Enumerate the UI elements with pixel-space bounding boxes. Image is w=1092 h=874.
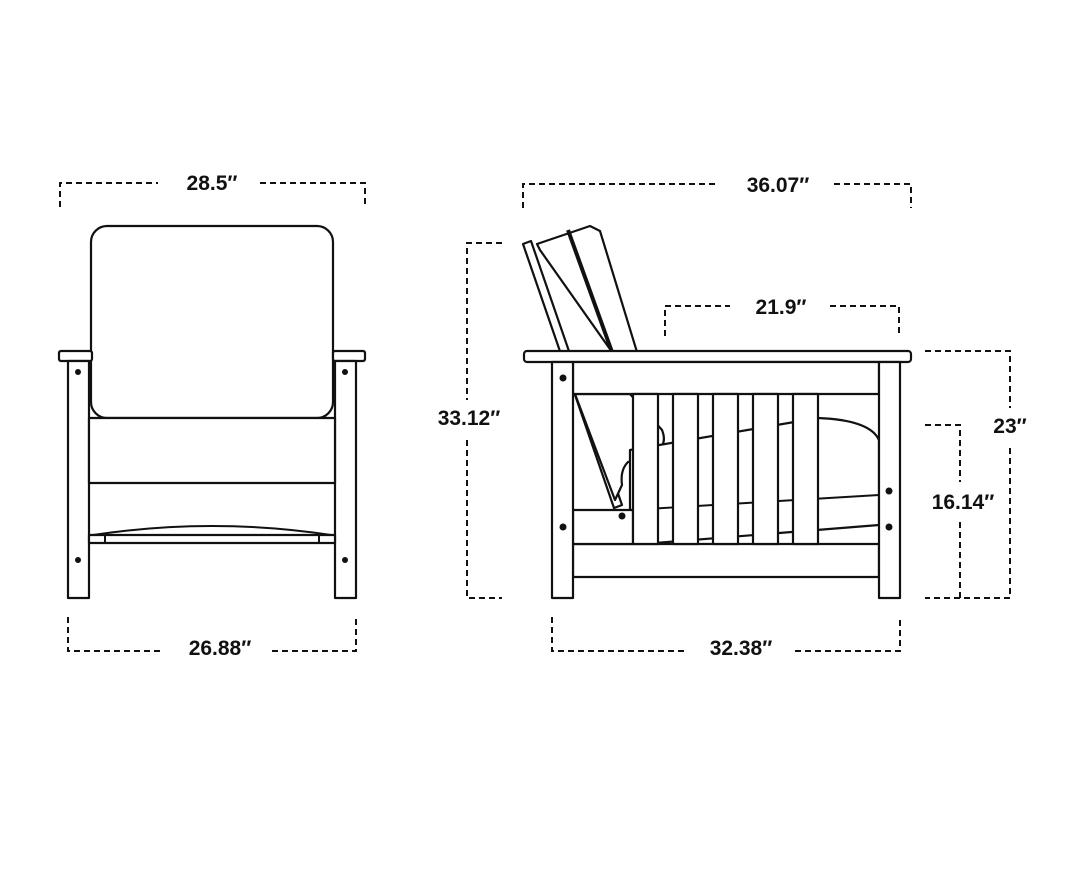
side-front-leg	[550, 360, 575, 600]
side-slat	[711, 392, 740, 546]
seat-depth-label: 21.9″	[756, 296, 807, 319]
front-left-arm	[57, 349, 94, 363]
front-seat-curve	[92, 525, 332, 536]
front-seat-cushion	[87, 416, 337, 485]
front-backrest	[89, 224, 335, 420]
front-right-arm	[331, 349, 367, 363]
side-depth-label: 36.07″	[747, 174, 810, 197]
side-bottom-rail	[571, 542, 881, 579]
dimension-lines	[59, 182, 1011, 652]
side-slat	[791, 392, 820, 546]
side-slat	[631, 392, 660, 546]
leg-depth-label: 32.38″	[710, 637, 773, 660]
front-leg-width-label: 26.88″	[189, 637, 252, 660]
side-arm	[522, 349, 913, 364]
side-slat	[751, 392, 780, 546]
arm-height-label: 23″	[993, 415, 1026, 438]
seat-height-label: 16.14″	[932, 491, 995, 514]
overall-height-label: 33.12″	[438, 407, 501, 430]
side-back-leg	[877, 360, 902, 600]
front-stretcher	[87, 533, 337, 545]
front-view	[57, 224, 367, 600]
side-back-cushion	[535, 224, 639, 354]
side-slat	[671, 392, 700, 546]
front-width-label: 28.5″	[187, 172, 238, 195]
side-view	[521, 224, 913, 600]
side-top-rail	[571, 360, 881, 396]
